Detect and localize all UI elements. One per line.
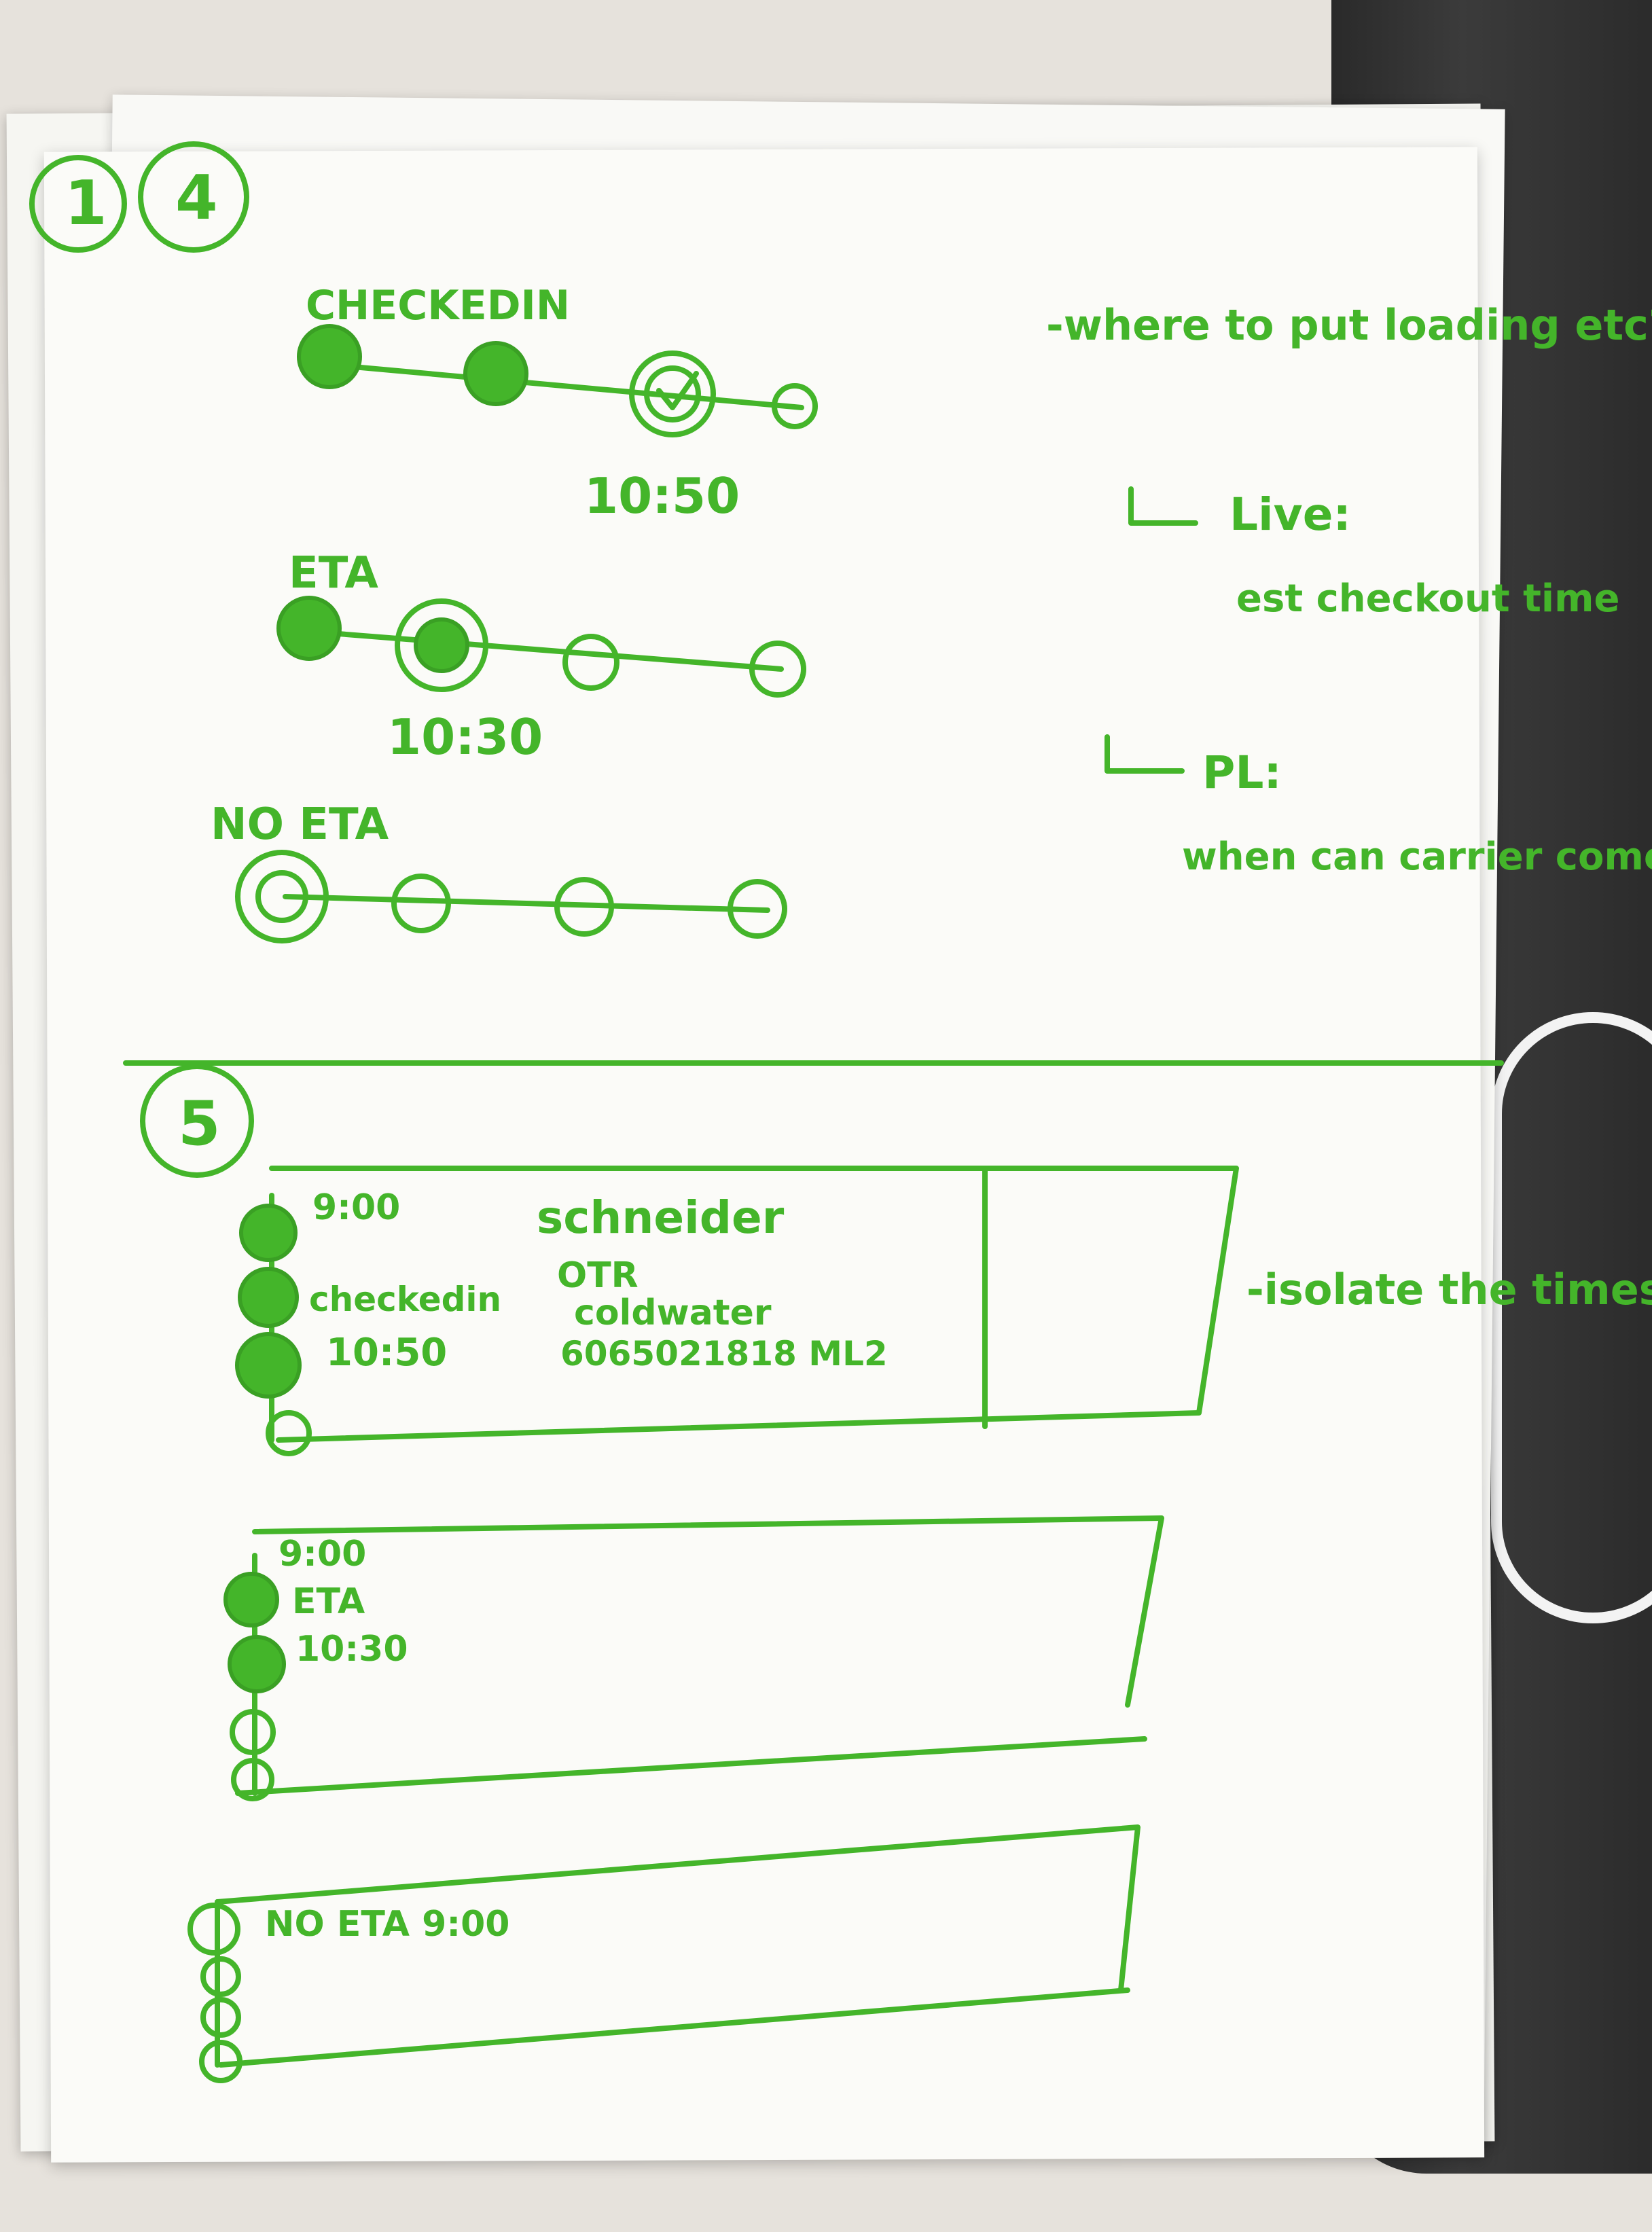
note-question: -where to put loading etc?	[1046, 300, 1652, 350]
page-number-front-text: 4	[175, 162, 218, 234]
eta-label: ETA	[289, 548, 378, 598]
check-icon	[656, 371, 699, 410]
card-two-step-4	[231, 1758, 274, 1801]
card-one-step-1	[239, 1204, 298, 1262]
card-two-step-2	[228, 1635, 286, 1693]
note-pl-text: when can carrier come?	[1182, 835, 1652, 879]
step-current	[629, 350, 716, 437]
card-three-step-2	[200, 1956, 241, 1997]
card-two: 9:00 ETA 10:30	[223, 1515, 1164, 1801]
card-two-status: ETA	[292, 1581, 365, 1622]
card-one-reference: 6065021818 ML2	[560, 1334, 888, 1373]
eta-step-open-2	[749, 641, 806, 698]
note-pl-label: PL:	[1202, 746, 1282, 799]
card-two-time: 9:00	[279, 1534, 366, 1574]
note-arrow-pl	[1105, 734, 1185, 774]
card-two-step-1	[223, 1572, 279, 1627]
card-one-mode: OTR	[557, 1255, 639, 1296]
eta-step-filled	[276, 596, 342, 661]
card-one-time: 9:00	[312, 1187, 400, 1228]
no-eta-step-current	[235, 850, 329, 943]
checkedin-label: CHECKEDIN	[306, 282, 570, 329]
card-one-status: checkedin	[309, 1280, 501, 1319]
eta-time: 10:30	[387, 708, 543, 766]
no-eta-step-open-2	[554, 877, 614, 937]
card-three-step-3	[200, 1997, 241, 2038]
page-number-front: 4	[138, 141, 249, 253]
no-eta-progress-track	[235, 850, 787, 943]
card-three-step-1	[187, 1903, 240, 1956]
step-open-1	[772, 383, 818, 429]
section-five-number: 5	[140, 1064, 254, 1178]
eta-step-current-inner	[414, 617, 469, 673]
card-one-step-4	[266, 1410, 312, 1456]
eta-step-open-1	[562, 634, 620, 691]
card-one-location: coldwater	[574, 1293, 772, 1333]
checkedin-progress-track	[297, 324, 818, 437]
note-live-label: Live:	[1229, 488, 1351, 541]
page-number-back: 1	[29, 155, 127, 253]
note-arrow-live	[1128, 486, 1198, 526]
no-eta-label: NO ETA	[211, 799, 389, 850]
card-three-step-4	[199, 2040, 243, 2083]
card-side-note: -isolate the times?	[1246, 1265, 1652, 1314]
checkedin-time: 10:50	[584, 467, 740, 524]
no-eta-step-current-inner	[255, 870, 308, 923]
card-three: NO ETA 9:00	[187, 1824, 1141, 2083]
eta-progress-track	[276, 596, 806, 698]
section-five-number-text: 5	[178, 1088, 221, 1159]
card-one-step-2	[238, 1267, 299, 1328]
page-number-back-text: 1	[65, 168, 107, 239]
card-one-carrier: schneider	[537, 1191, 785, 1244]
step-filled-1	[297, 324, 362, 389]
card-one-status-time: 10:50	[326, 1331, 447, 1375]
step-filled-2	[463, 341, 528, 406]
no-eta-step-open-1	[391, 874, 451, 933]
card-two-step-3	[230, 1709, 276, 1755]
card-one: 9:00 schneider checkedin 10:50 OTR coldw…	[235, 1166, 1239, 1456]
card-one-step-3	[235, 1332, 302, 1399]
no-eta-step-open-3	[728, 879, 787, 939]
eta-step-current	[395, 598, 488, 692]
step-current-inner	[644, 365, 701, 422]
note-live-text: est checkout time	[1236, 577, 1619, 621]
card-three-label: NO ETA 9:00	[265, 1904, 509, 1945]
card-two-status-time: 10:30	[295, 1629, 408, 1670]
